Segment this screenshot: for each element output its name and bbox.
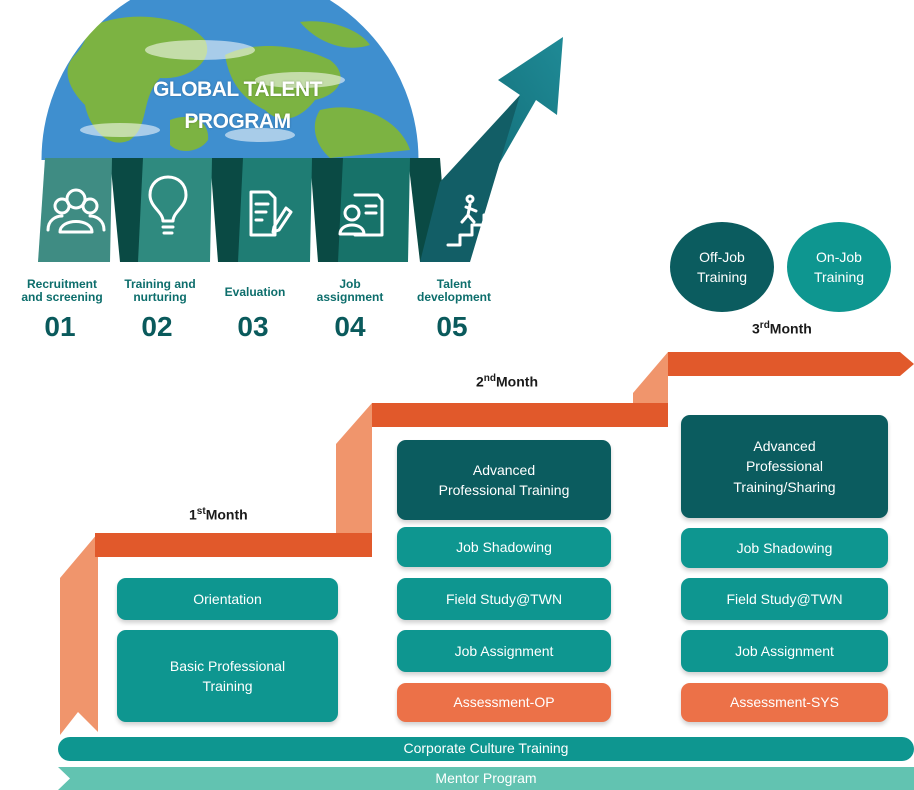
mentor-program-bar xyxy=(58,767,914,790)
person-document-icon xyxy=(338,193,384,237)
globe xyxy=(38,0,422,161)
mentor-program-label: Mentor Program xyxy=(435,770,537,786)
month-2-label: 2ndMonth xyxy=(476,373,538,390)
corporate-culture-label: Corporate Culture Training xyxy=(403,740,569,756)
m2-job-assignment-box: Job Assignment xyxy=(397,630,611,672)
month-ribbon xyxy=(60,352,914,735)
month-1-label: 1stMonth xyxy=(189,506,248,523)
corporate-culture-bar xyxy=(58,737,914,761)
step-number-4: 04 xyxy=(334,311,366,342)
steps-ribbon xyxy=(38,95,520,262)
m3-field-study-box: Field Study@TWN xyxy=(681,578,888,620)
lightbulb-icon xyxy=(148,175,188,235)
document-edit-icon xyxy=(249,190,293,237)
m2-field-study-box: Field Study@TWN xyxy=(397,578,611,620)
assessment-op-box: Assessment-OP xyxy=(397,683,611,722)
step-number-3: 03 xyxy=(237,311,269,342)
m3-job-assignment-box: Job Assignment xyxy=(681,630,888,672)
m3-job-shadowing-box: Job Shadowing xyxy=(681,528,888,568)
step-label-3: Evaluation xyxy=(224,285,286,299)
step-number-2: 02 xyxy=(141,311,173,342)
assessment-sys-box: Assessment-SYS xyxy=(681,683,888,722)
program-title-line2: PROGRAM xyxy=(184,110,291,133)
m2-job-shadowing-box: Job Shadowing xyxy=(397,527,611,567)
stairs-climber-icon xyxy=(446,183,508,247)
people-icon xyxy=(46,188,106,234)
orientation-box: Orientation xyxy=(117,578,338,620)
step-number-5: 05 xyxy=(436,311,468,342)
step-number-1: 01 xyxy=(44,311,76,342)
program-title-line1: GLOBAL TALENT xyxy=(153,78,322,101)
month-3-label: 3rdMonth xyxy=(752,320,812,337)
